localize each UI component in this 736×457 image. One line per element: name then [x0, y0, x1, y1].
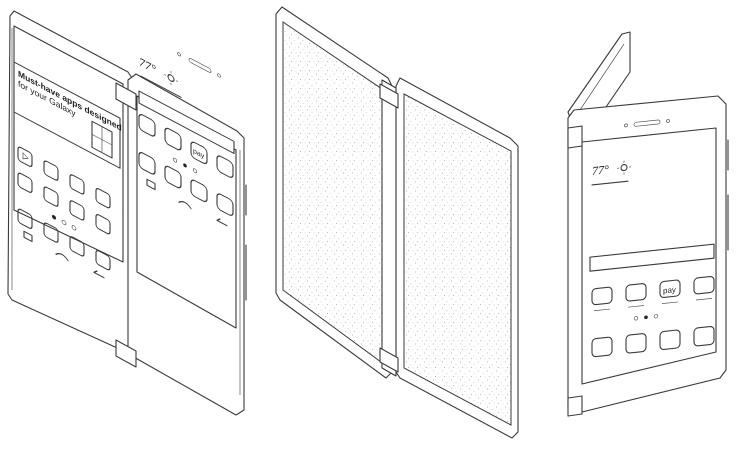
music-icon[interactable] — [95, 213, 111, 235]
unfolded-device-figure: Must-have apps designed for your Galaxy — [7, 10, 247, 416]
right-back-surface — [403, 93, 512, 426]
pay-icon[interactable] — [659, 279, 681, 298]
apps-icon[interactable] — [693, 275, 715, 295]
facebook-icon[interactable] — [69, 200, 85, 221]
app-icon[interactable] — [43, 186, 59, 207]
message-icon[interactable] — [164, 165, 182, 189]
front-panel-screen — [581, 127, 717, 385]
recents-key-icon[interactable] — [146, 178, 156, 191]
apps-drawer-icon[interactable] — [95, 249, 111, 271]
message-icon[interactable] — [625, 333, 647, 354]
pay-label: pay — [193, 146, 205, 161]
page-indicator — [644, 315, 648, 320]
sun-icon — [617, 160, 631, 175]
play-store-icon[interactable] — [17, 146, 33, 167]
app-icon[interactable] — [17, 172, 33, 193]
tent-mode-figure: 77° pay — [567, 31, 729, 417]
top-hinge — [379, 83, 399, 109]
phone-icon[interactable] — [138, 151, 156, 175]
back-view-figure — [275, 6, 519, 439]
earpiece — [633, 119, 661, 127]
weather-temperature: 77° — [592, 162, 609, 178]
apps-drawer-icon[interactable] — [216, 192, 234, 216]
left-panel-screen — [13, 25, 124, 263]
camera-icon[interactable] — [625, 283, 647, 302]
pay-icon[interactable] — [190, 141, 208, 165]
home-key-icon[interactable] — [55, 251, 69, 262]
recents-key-icon[interactable] — [23, 230, 33, 243]
back-key-icon[interactable] — [93, 269, 105, 279]
bottom-hinge — [115, 339, 137, 368]
top-hinge — [115, 82, 137, 111]
app-icon[interactable] — [69, 174, 85, 195]
camera-icon[interactable] — [164, 127, 182, 151]
top-hinge — [567, 125, 583, 149]
search-bar[interactable] — [589, 243, 715, 272]
earpiece — [188, 57, 212, 73]
camera-icon[interactable] — [591, 286, 613, 306]
weather-temperature: 77° — [139, 55, 156, 77]
browser-icon[interactable] — [69, 236, 85, 257]
app-icon[interactable] — [43, 160, 59, 181]
browser-icon[interactable] — [190, 179, 208, 203]
browser-icon[interactable] — [659, 329, 681, 350]
page-indicator — [52, 214, 56, 220]
bottom-hinge — [379, 347, 399, 373]
message-icon[interactable] — [43, 222, 59, 243]
phone-icon[interactable] — [591, 336, 613, 358]
page-indicator — [183, 163, 187, 168]
back-key-icon[interactable] — [216, 217, 228, 227]
camera-icon[interactable] — [138, 113, 156, 137]
weather-divider — [591, 180, 629, 186]
pay-label: pay — [663, 285, 676, 295]
phone-icon[interactable] — [17, 208, 33, 229]
app-icon[interactable] — [95, 187, 111, 209]
home-key-icon[interactable] — [178, 199, 192, 210]
bottom-hinge — [567, 395, 583, 417]
sun-icon — [164, 70, 178, 86]
apps-icon[interactable] — [216, 154, 234, 178]
weather-divider — [140, 75, 182, 98]
apps-drawer-icon[interactable] — [693, 325, 715, 347]
hinge-spine — [381, 79, 397, 377]
search-bar[interactable] — [138, 90, 235, 155]
